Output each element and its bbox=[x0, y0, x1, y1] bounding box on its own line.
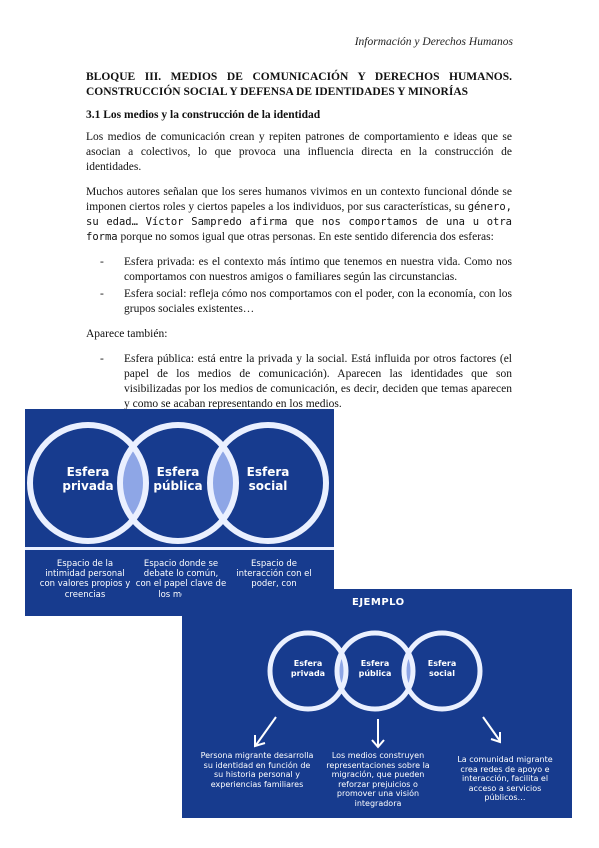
divider bbox=[25, 547, 334, 550]
circle-label-private: Esfera privada bbox=[62, 465, 114, 494]
list-item: Esfera privada: es el contexto más íntim… bbox=[86, 255, 512, 285]
caption-public: Espacio donde se debate lo común, con el… bbox=[135, 559, 227, 600]
circle-label-social: Esfera social bbox=[427, 659, 457, 678]
circle-label-public: Esfera pública bbox=[358, 659, 392, 678]
paragraph-1: Los medios de comunicación crean y repit… bbox=[86, 131, 512, 173]
spheres-list: Esfera privada: es el contexto más íntim… bbox=[86, 255, 512, 317]
caption-public: Los medios construyen representaciones s… bbox=[326, 751, 430, 808]
circle-public bbox=[117, 422, 239, 544]
arrow-icon bbox=[482, 716, 501, 744]
circle-social bbox=[401, 630, 483, 712]
arrow-icon bbox=[371, 719, 385, 749]
running-header: Información y Derechos Humanos bbox=[354, 36, 513, 48]
circle-label-social: Esfera social bbox=[246, 465, 290, 494]
circle-label-private: Esfera privada bbox=[290, 659, 326, 678]
paragraph-2-end: porque no somos igual que otras personas… bbox=[117, 231, 494, 243]
circle-public bbox=[334, 630, 416, 712]
circle-social bbox=[207, 422, 329, 544]
section-title: 3.1 Los medios y la construcción de la i… bbox=[86, 109, 321, 121]
public-sphere-list: Esfera pública: está entre la privada y … bbox=[86, 352, 512, 412]
example-title: EJEMPLO bbox=[352, 597, 405, 608]
example-diagram: EJEMPLO Esfera privada Esfera pública Es… bbox=[182, 589, 572, 818]
circle-private bbox=[27, 422, 149, 544]
paragraph-2: Muchos autores señalan que los seres hum… bbox=[86, 185, 512, 245]
spheres-venn bbox=[27, 422, 329, 544]
block-title: BLOQUE III. MEDIOS DE COMUNICACIÓN Y DER… bbox=[86, 71, 512, 98]
list-item: Esfera pública: está entre la privada y … bbox=[86, 352, 512, 412]
document-body: BLOQUE III. MEDIOS DE COMUNICACIÓN Y DER… bbox=[86, 70, 512, 422]
paragraph-2-start: Muchos autores señalan que los seres hum… bbox=[86, 186, 512, 213]
caption-private: Espacio de la intimidad personal con val… bbox=[39, 559, 131, 600]
caption-private: Persona migrante desarrolla su identidad… bbox=[200, 751, 314, 789]
spheres-diagram: Esfera privada Esfera pública Esfera soc… bbox=[25, 409, 334, 616]
paragraph-2-handwritten: género, su edad… Víctor Sampredo afirma … bbox=[86, 201, 512, 243]
list-item: Esfera social: refleja cómo nos comporta… bbox=[86, 287, 512, 317]
arrow-icon bbox=[254, 716, 277, 748]
paragraph-3: Aparece también: bbox=[86, 328, 168, 340]
caption-social: La comunidad migrante crea redes de apoy… bbox=[457, 755, 553, 803]
circle-label-public: Esfera pública bbox=[153, 465, 203, 494]
circle-private bbox=[267, 630, 349, 712]
example-venn bbox=[254, 630, 501, 749]
